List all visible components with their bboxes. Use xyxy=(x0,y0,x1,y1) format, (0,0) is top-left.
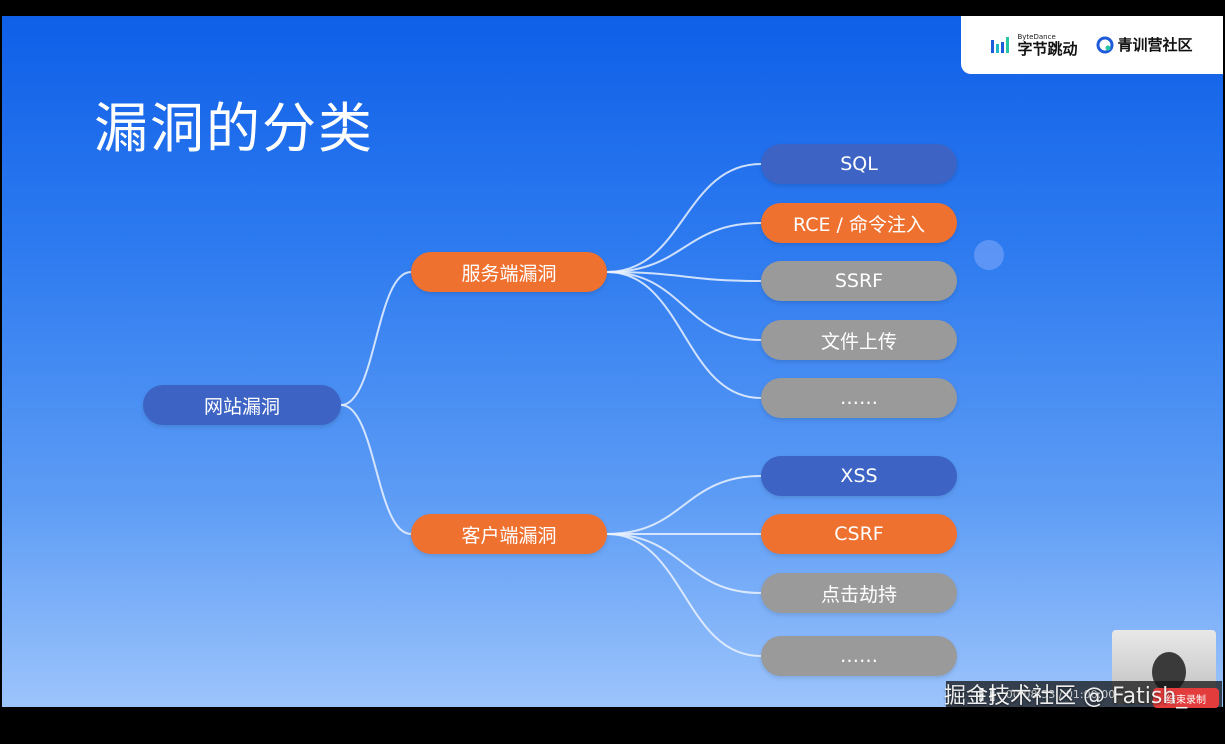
recording-time: 00:08:53 / 01:00:00 xyxy=(1005,687,1116,701)
camp-name: 青训营社区 xyxy=(1117,36,1193,54)
connector-branch-leaf xyxy=(606,533,762,657)
pause-icon[interactable]: ❚❚ xyxy=(976,686,998,702)
mindmap-leaf-node: …… xyxy=(761,636,957,676)
mindmap-leaf-node: SSRF xyxy=(761,261,957,301)
connector-branch-leaf xyxy=(606,271,762,341)
watermark: 掘金技术社区 @ Fatish_ xyxy=(944,684,1188,709)
mindmap-root-node: 网站漏洞 xyxy=(143,385,341,425)
mindmap-leaf-node: CSRF xyxy=(761,514,957,554)
mindmap-leaf-node: RCE / 命令注入 xyxy=(761,203,957,243)
mindmap-connectors xyxy=(340,163,762,657)
mindmap-branch-node: 客户端漏洞 xyxy=(411,514,607,554)
connector-branch-leaf xyxy=(606,271,762,399)
slide: 漏洞的分类 ByteDance 字节跳动 青训营社区 网站漏洞 服务端漏洞 SQL R… xyxy=(2,16,1223,707)
connector-root-branch xyxy=(340,404,412,535)
connector-root-branch xyxy=(340,271,412,406)
connector-branch-leaf xyxy=(606,475,762,535)
mindmap-leaf-node: 文件上传 xyxy=(761,320,957,360)
stop-recording-button[interactable]: 结束录制 xyxy=(1153,688,1219,708)
bytedance-name: 字节跳动 xyxy=(1017,40,1078,58)
connector-branch-leaf xyxy=(606,163,762,273)
bytedance-icon xyxy=(991,37,1010,53)
bytedance-logo: ByteDance 字节跳动 xyxy=(991,33,1078,58)
mindmap-leaf-node: XSS xyxy=(761,456,957,496)
decorative-dot xyxy=(974,240,1004,270)
mindmap-leaf-node: SQL xyxy=(761,144,957,184)
connector-branch-leaf xyxy=(606,222,762,273)
mindmap-leaf-node: 点击劫持 xyxy=(761,573,957,613)
mindmap-branch-node: 服务端漏洞 xyxy=(411,252,607,292)
connector-branch-leaf xyxy=(606,271,762,282)
bytedance-small-text: ByteDance xyxy=(1017,33,1056,41)
camp-logo: 青训营社区 xyxy=(1096,36,1193,54)
mindmap-leaf-node: …… xyxy=(761,378,957,418)
slide-title: 漏洞的分类 xyxy=(94,97,374,160)
camp-icon xyxy=(1096,36,1113,54)
brand-bar: ByteDance 字节跳动 青训营社区 xyxy=(961,16,1223,74)
connector-branch-leaf xyxy=(606,533,762,594)
